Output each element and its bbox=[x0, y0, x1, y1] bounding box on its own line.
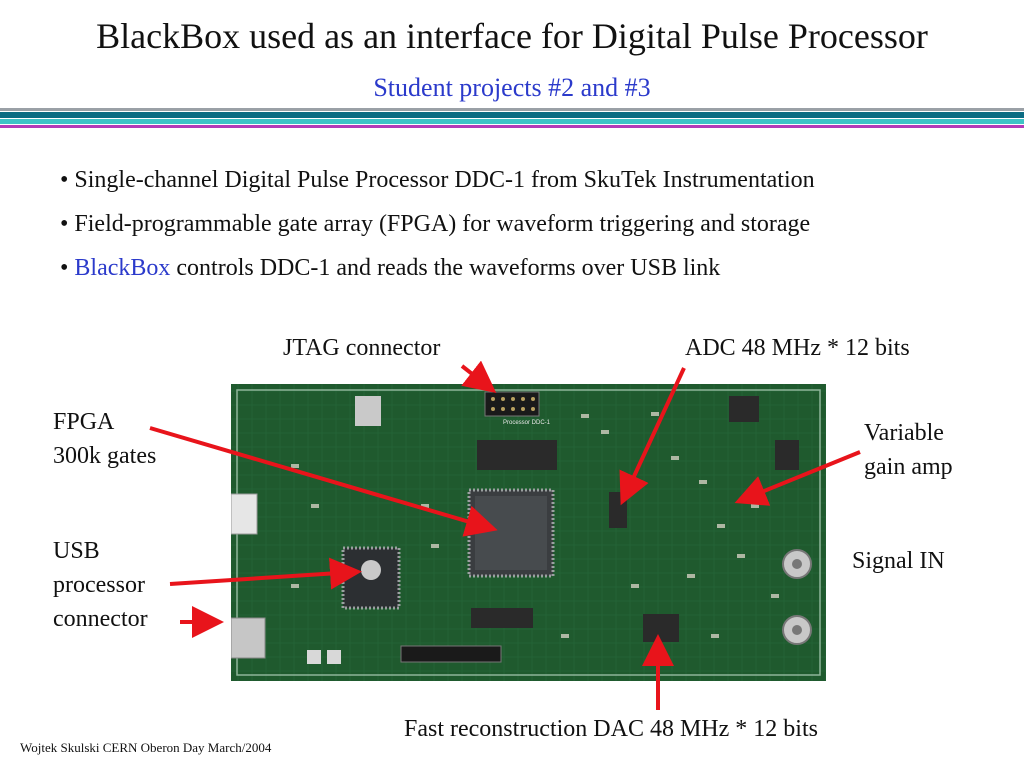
ic-regulator bbox=[729, 396, 759, 422]
bullet-item: • Single-channel Digital Pulse Processor… bbox=[60, 166, 1000, 210]
bullet-list: • Single-channel Digital Pulse Processor… bbox=[60, 166, 1000, 298]
power-connector bbox=[231, 493, 258, 535]
ic-dac bbox=[643, 614, 679, 642]
program-button bbox=[327, 650, 341, 664]
label-dac: Fast reconstruction DAC 48 MHz * 12 bits bbox=[404, 716, 818, 742]
label-signal-in: Signal IN bbox=[852, 548, 945, 574]
jtag-pins bbox=[491, 397, 535, 411]
bottom-pin-header bbox=[400, 645, 502, 663]
label-usb-line3: connector bbox=[53, 606, 148, 632]
bullet-text: Field-programmable gate array (FPGA) for… bbox=[74, 211, 811, 237]
bullet-text: controls DDC-1 and reads the waveforms o… bbox=[170, 255, 721, 281]
ic-buffer bbox=[471, 608, 533, 628]
fpga-die bbox=[475, 496, 547, 570]
ic-adc bbox=[609, 492, 627, 528]
circuit-board-photo: Processor DDC-1 bbox=[231, 384, 826, 681]
reset-button bbox=[307, 650, 321, 664]
heat-spreader bbox=[355, 396, 381, 426]
label-variable-gain-line2: gain amp bbox=[864, 454, 953, 480]
label-variable-gain-line1: Variable bbox=[864, 420, 944, 446]
header-divider bbox=[0, 108, 1024, 128]
label-adc: ADC 48 MHz * 12 bits bbox=[685, 335, 910, 361]
divider-stripe-gray bbox=[0, 108, 1024, 111]
usb-connector bbox=[231, 617, 266, 659]
slide-title: BlackBox used as an interface for Digita… bbox=[96, 16, 928, 56]
label-fpga-line2: 300k gates bbox=[53, 443, 157, 469]
silkscreen-product: Processor DDC-1 bbox=[503, 420, 551, 426]
bullet-item: • Field-programmable gate array (FPGA) f… bbox=[60, 210, 1000, 254]
ic-ram bbox=[477, 440, 557, 470]
chip-logo bbox=[361, 560, 381, 580]
bullet-item: • BlackBox controls DDC-1 and reads the … bbox=[60, 254, 1000, 298]
blackbox-highlight: BlackBox bbox=[74, 255, 171, 281]
slide-subtitle: Student projects #2 and #3 bbox=[373, 73, 651, 102]
divider-stripe-teal bbox=[0, 112, 1024, 118]
output-bnc-core bbox=[792, 625, 802, 635]
slide-footer: Wojtek Skulski CERN Oberon Day March/200… bbox=[20, 740, 272, 755]
divider-stripe-magenta bbox=[0, 125, 1024, 128]
bullet-marker: • bbox=[60, 167, 69, 193]
jtag-header bbox=[484, 391, 540, 417]
divider-stripe-cyan bbox=[0, 119, 1024, 124]
bullet-marker: • bbox=[60, 211, 69, 237]
bullet-marker: • bbox=[60, 255, 69, 281]
bullet-text: Single-channel Digital Pulse Processor D… bbox=[74, 167, 815, 193]
label-fpga-line1: FPGA bbox=[53, 409, 115, 435]
label-usb-line1: USB bbox=[53, 538, 100, 564]
label-jtag-connector: JTAG connector bbox=[283, 335, 441, 361]
ic-amp bbox=[775, 440, 799, 470]
label-usb-line2: processor bbox=[53, 572, 145, 598]
signal-in-bnc-core bbox=[792, 559, 802, 569]
